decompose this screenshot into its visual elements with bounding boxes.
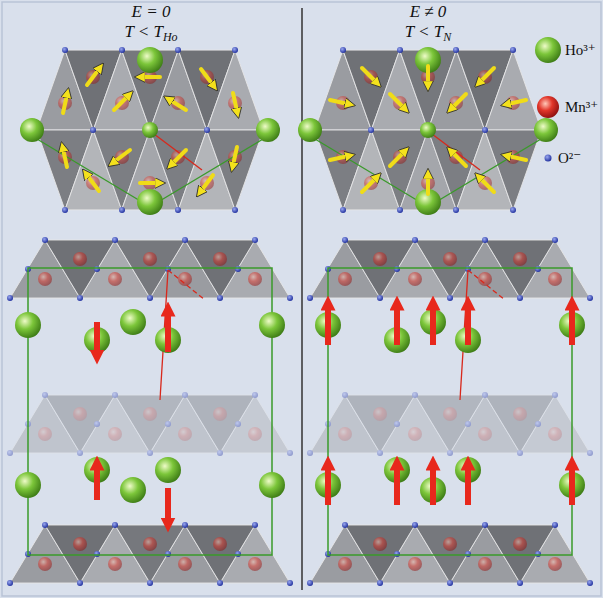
legend-text: Mn³⁺	[565, 98, 598, 116]
moment-arrows-right	[330, 66, 526, 194]
legend-dot	[545, 155, 552, 162]
moment-arrows-left	[63, 69, 237, 191]
side-view-left	[7, 237, 293, 586]
side-view-right	[307, 237, 593, 586]
subscript-label: N	[443, 30, 451, 44]
top-view-right	[298, 47, 558, 215]
legend-sphere	[535, 37, 561, 63]
legend-sphere	[537, 96, 559, 118]
label-row: T < THo	[0, 22, 302, 47]
condition-label: E = 0	[132, 2, 171, 21]
subscript-label: Ho	[163, 30, 178, 44]
label-row: E = 0	[0, 2, 302, 22]
legend-text: O²⁻	[558, 149, 581, 167]
condition-label: T < T	[405, 22, 444, 41]
label-row: T < TN	[304, 22, 552, 47]
top-view-left	[20, 47, 280, 215]
polarization-arrows-right	[328, 306, 572, 505]
label-row: E ≠ 0	[304, 2, 552, 22]
polarization-arrows-left	[97, 312, 168, 522]
legend-text: Ho³⁺	[565, 41, 596, 59]
condition-label: T < T	[124, 22, 163, 41]
condition-label: E ≠ 0	[410, 2, 447, 21]
